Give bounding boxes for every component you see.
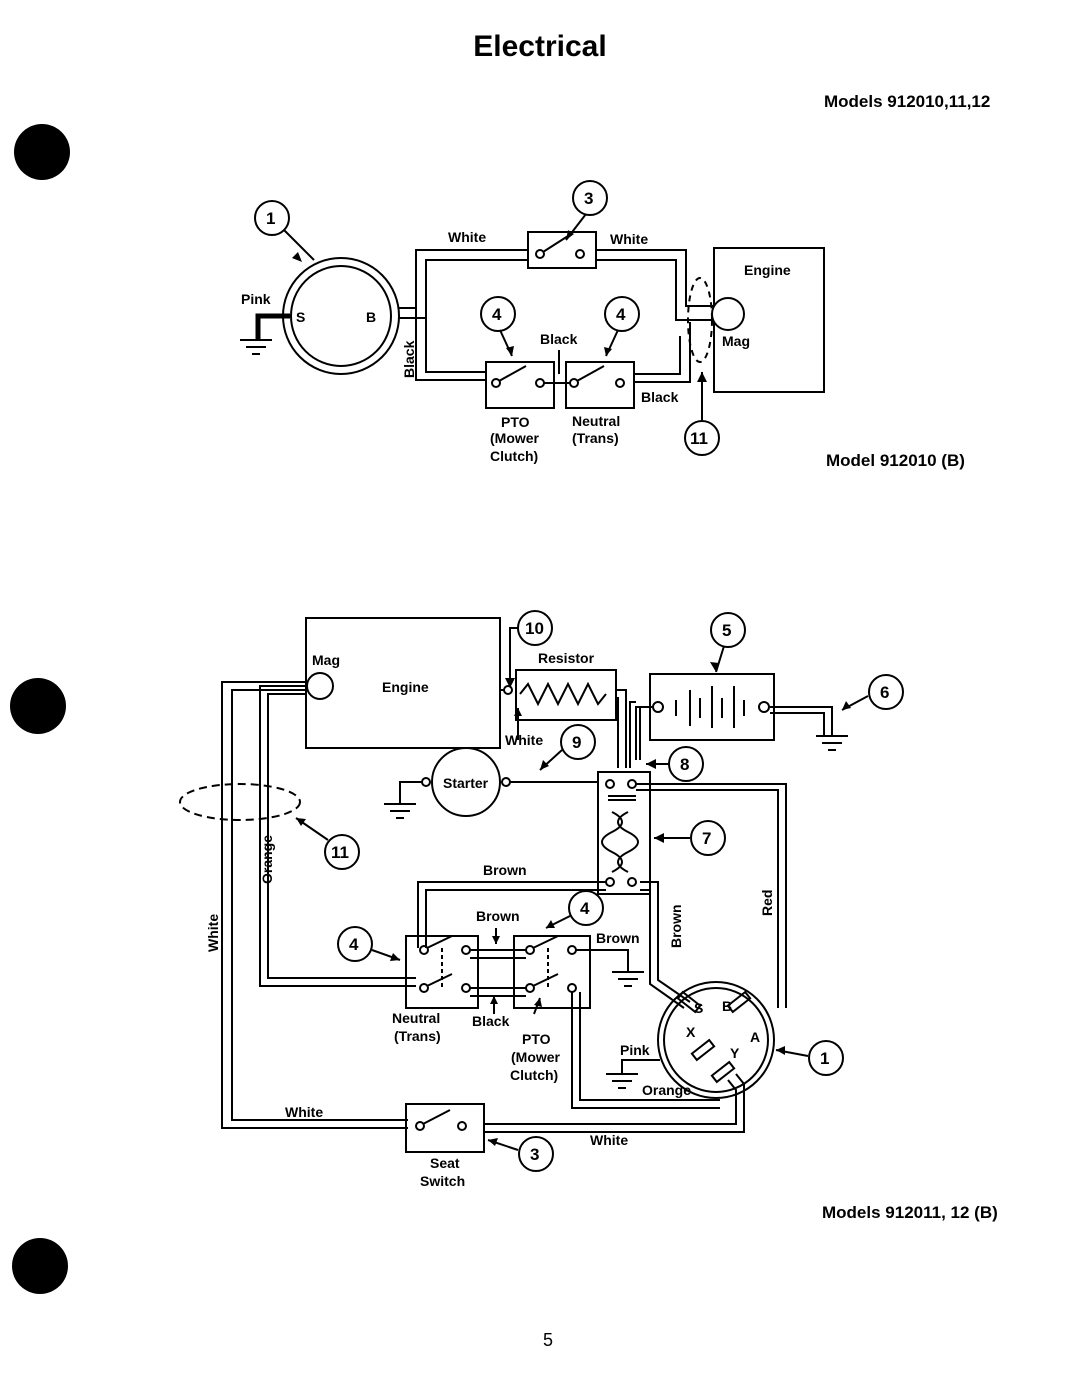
label-pto-2-top: (Mower <box>490 430 540 446</box>
top-diagram-caption: Model 912010 (B) <box>826 451 965 470</box>
binder-hole-2 <box>10 678 66 734</box>
label-key-b: B <box>722 998 732 1014</box>
label-neutral-2-top: (Trans) <box>572 430 619 446</box>
page-title: Electrical <box>473 30 607 63</box>
callout-1-bottom: 1 <box>820 1049 829 1068</box>
pto-switch-box <box>513 935 591 1009</box>
callout-4a-top: 4 <box>492 305 502 324</box>
label-mag-bottom: Mag <box>312 652 340 668</box>
label-pto-3-top: Clutch) <box>490 448 538 464</box>
label-brown-top: Brown <box>483 862 527 878</box>
callout-8: 8 <box>680 755 689 774</box>
label-engine-bottom: Engine <box>382 679 429 695</box>
label-white-vertical: White <box>205 914 221 952</box>
page-number: 5 <box>542 1330 553 1350</box>
label-pto-1-top: PTO <box>501 414 530 430</box>
label-neutral-2-bottom: (Trans) <box>394 1028 441 1044</box>
label-seat-1: Seat <box>430 1155 460 1171</box>
solenoid-box <box>597 771 651 895</box>
callout-7: 7 <box>702 829 711 848</box>
label-white-left-top: White <box>448 229 486 245</box>
label-black-mid-top: Black <box>540 331 578 347</box>
callout-5: 5 <box>722 621 731 640</box>
label-key-y: Y <box>730 1045 740 1061</box>
callout-4b-bottom: 4 <box>580 899 590 918</box>
label-pink-bottom: Pink <box>620 1042 650 1058</box>
label-orange-bottom: Orange <box>642 1082 691 1098</box>
label-resistor: Resistor <box>538 650 595 666</box>
callout-3-top: 3 <box>584 189 593 208</box>
starter-motor <box>431 747 501 817</box>
label-b-top: B <box>366 309 376 325</box>
label-black-right-top: Black <box>641 389 679 405</box>
callout-3-bottom: 3 <box>530 1145 539 1164</box>
callout-6: 6 <box>880 683 889 702</box>
bottom-diagram-caption: Models 912011, 12 (B) <box>822 1203 998 1222</box>
label-white-bottom-left: White <box>285 1104 323 1120</box>
binder-hole-1 <box>14 124 70 180</box>
label-neutral-1-top: Neutral <box>572 413 620 429</box>
callout-4b-top: 4 <box>616 305 626 324</box>
label-pto-2-bottom: (Mower <box>511 1049 561 1065</box>
callout-1-top: 1 <box>266 209 275 228</box>
label-orange-vertical: Orange <box>259 835 275 884</box>
callout-11-top: 11 <box>690 429 708 448</box>
resistor-box <box>515 669 617 721</box>
key-switch-inner <box>290 265 392 367</box>
label-key-a: A <box>750 1029 760 1045</box>
label-white-right-top: White <box>610 231 648 247</box>
label-mag-top: Mag <box>722 333 750 349</box>
label-seat-2: Switch <box>420 1173 465 1189</box>
seat-switch-box <box>405 1103 485 1153</box>
callout-11-bottom: 11 <box>331 843 349 862</box>
label-brown-vertical: Brown <box>668 904 684 948</box>
key-switch-bottom <box>657 981 775 1099</box>
section-header: Models 912010,11,12 <box>824 92 991 111</box>
pto-switch-box <box>485 361 555 409</box>
label-s-top: S <box>296 309 305 325</box>
binder-hole-3 <box>12 1238 68 1294</box>
label-engine-top: Engine <box>744 262 791 278</box>
label-brown-mid: Brown <box>476 908 520 924</box>
label-brown-right: Brown <box>596 930 640 946</box>
callout-10: 10 <box>525 619 544 638</box>
neutral-switch-box <box>565 361 635 409</box>
label-starter: Starter <box>443 775 489 791</box>
label-key-s: S <box>694 1000 703 1016</box>
label-pto-1-bottom: PTO <box>522 1031 551 1047</box>
label-red-vertical: Red <box>759 890 775 916</box>
neutral-switch-box <box>405 935 479 1009</box>
callout-9: 9 <box>572 733 581 752</box>
label-black-vertical-top: Black <box>401 340 417 378</box>
label-black-bottom: Black <box>472 1013 510 1029</box>
callout-4a-bottom: 4 <box>349 935 359 954</box>
seat-switch-box <box>527 231 597 269</box>
label-neutral-1-bottom: Neutral <box>392 1010 440 1026</box>
label-key-x: X <box>686 1024 696 1040</box>
label-pto-3-bottom: Clutch) <box>510 1067 558 1083</box>
label-white-resistor: White <box>505 732 543 748</box>
label-pink-top: Pink <box>241 291 271 307</box>
label-white-bottom-right: White <box>590 1132 628 1148</box>
